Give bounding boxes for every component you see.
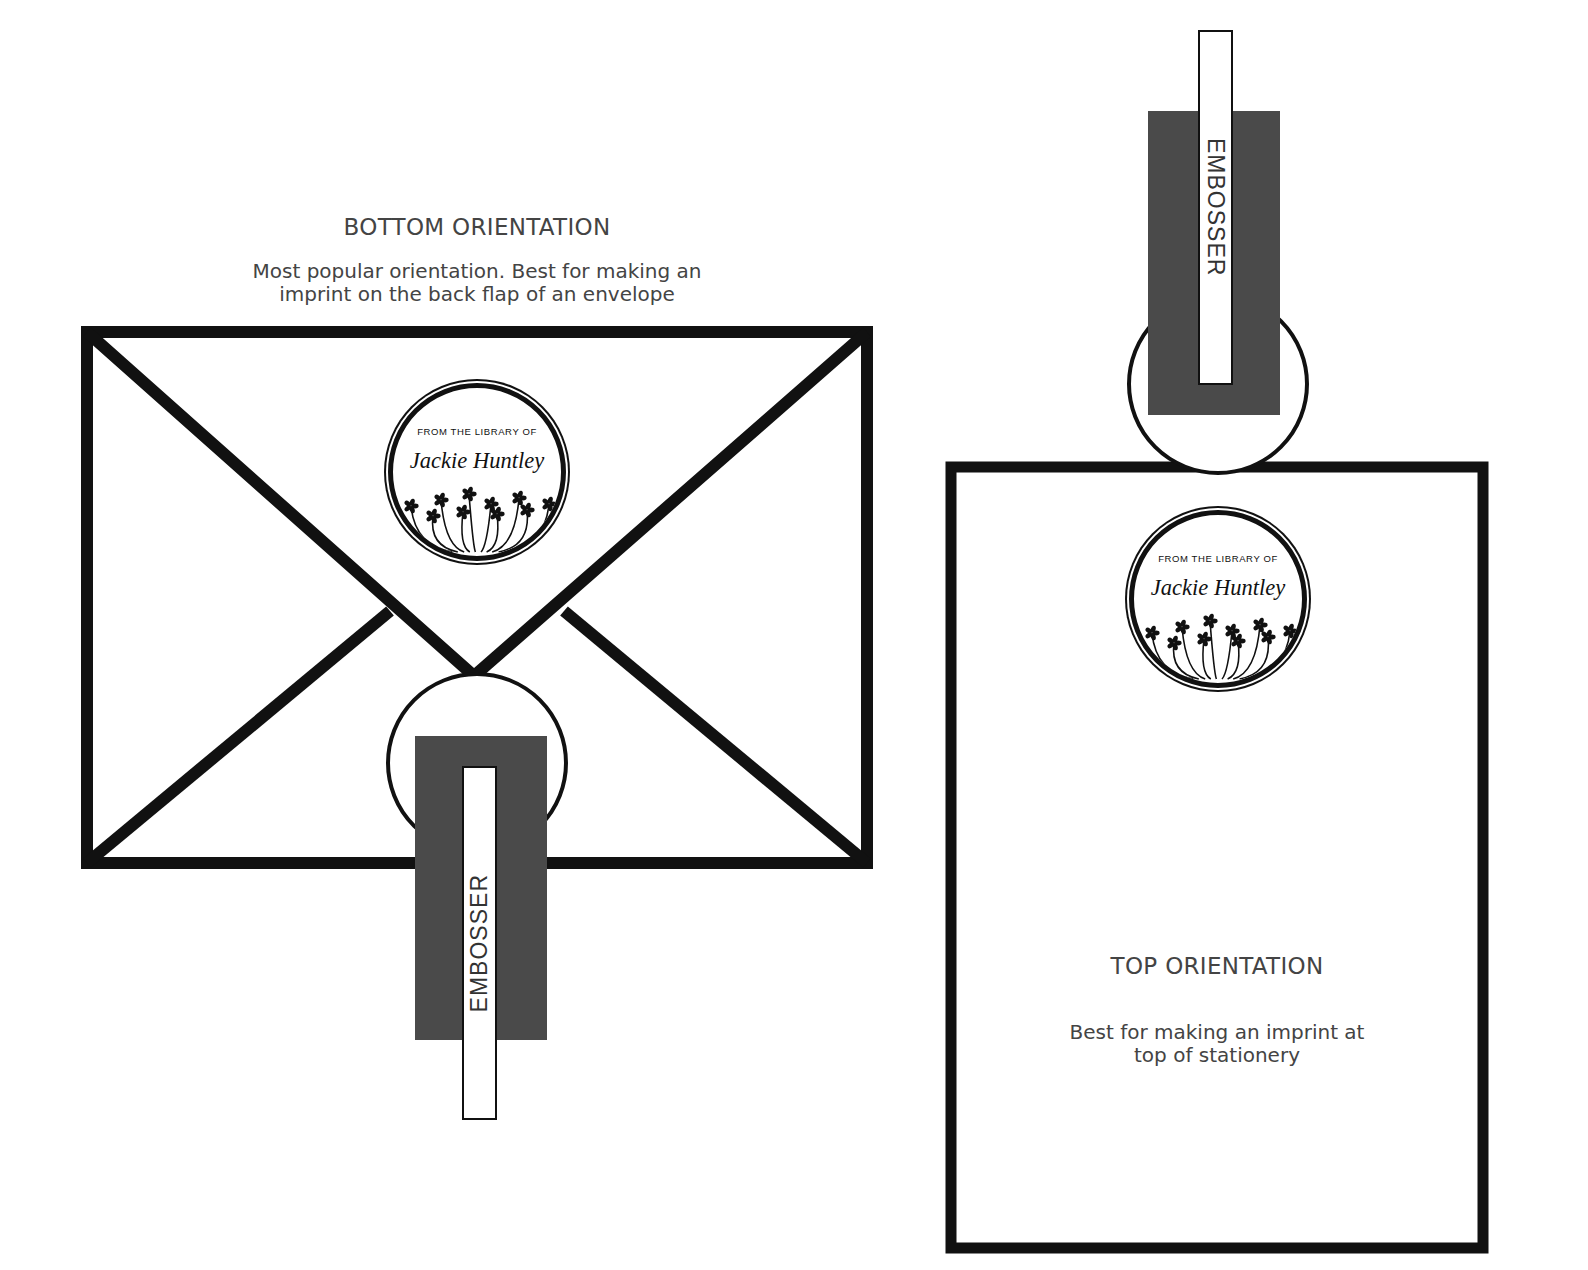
drawing-part <box>469 494 475 552</box>
paper-outline <box>951 467 1483 1248</box>
drawing-part <box>1245 631 1290 679</box>
drawing-part <box>517 490 524 498</box>
embosser-handle: EMBOSSER <box>1198 30 1233 385</box>
drawing-part <box>495 506 502 514</box>
seal-name: Jackie Huntley <box>1134 575 1302 601</box>
drawing-part <box>467 486 474 494</box>
seal-imprint: FROM THE LIBRARY OF Jackie Huntley <box>1129 510 1307 688</box>
drawing-part <box>492 498 519 552</box>
drawing-part <box>1222 631 1232 679</box>
drawing-part <box>87 611 390 863</box>
seal-imprint: FROM THE LIBRARY OF Jackie Huntley <box>388 383 566 561</box>
drawing-part <box>1230 623 1237 631</box>
drawing-part <box>481 504 491 552</box>
seal-caption: FROM THE LIBRARY OF <box>393 426 561 437</box>
drawing-part <box>525 502 532 510</box>
drawing-part <box>504 504 549 552</box>
orientation-note: Most popular orientation. Best for makin… <box>217 260 737 306</box>
drawing-part <box>1258 617 1265 625</box>
orientation-heading: BOTTOM ORIENTATION <box>81 214 873 240</box>
drawing-part <box>87 332 867 676</box>
stationery-sheet: TOP ORIENTATION Best for making an imprin… <box>945 461 1489 1254</box>
drawing-part <box>409 498 416 506</box>
flower-silhouettes <box>1144 613 1297 679</box>
drawing-part <box>1210 621 1216 679</box>
drawing-part <box>1180 619 1187 627</box>
drawing-part <box>461 504 468 512</box>
drawing-part <box>1202 631 1209 639</box>
drawing-part <box>1208 613 1215 621</box>
drawing-part <box>547 496 554 504</box>
orientation-note: Best for making an imprint at top of sta… <box>1052 1021 1382 1067</box>
drawing-part <box>1266 629 1273 637</box>
seal-caption: FROM THE LIBRARY OF <box>1134 553 1302 564</box>
drawing-part <box>441 500 464 552</box>
drawing-part <box>1288 623 1295 631</box>
drawing-part <box>1236 633 1243 641</box>
drawing-part <box>439 492 446 500</box>
flower-silhouettes <box>403 486 556 552</box>
drawing-part <box>1182 627 1205 679</box>
drawing-part <box>1172 635 1179 643</box>
drawing-part <box>487 514 498 552</box>
seal-name: Jackie Huntley <box>393 448 561 474</box>
drawing-part <box>564 611 867 863</box>
drawing-part <box>489 496 496 504</box>
embosser-handle: EMBOSSER <box>462 766 497 1120</box>
drawing-part <box>1228 641 1239 679</box>
drawing-part <box>1233 625 1260 679</box>
embosser-label: EMBOSSER <box>1202 138 1229 276</box>
orientation-heading: TOP ORIENTATION <box>945 953 1489 979</box>
embosser-label: EMBOSSER <box>466 874 493 1012</box>
drawing-part <box>431 508 438 516</box>
drawing-part <box>1150 625 1157 633</box>
